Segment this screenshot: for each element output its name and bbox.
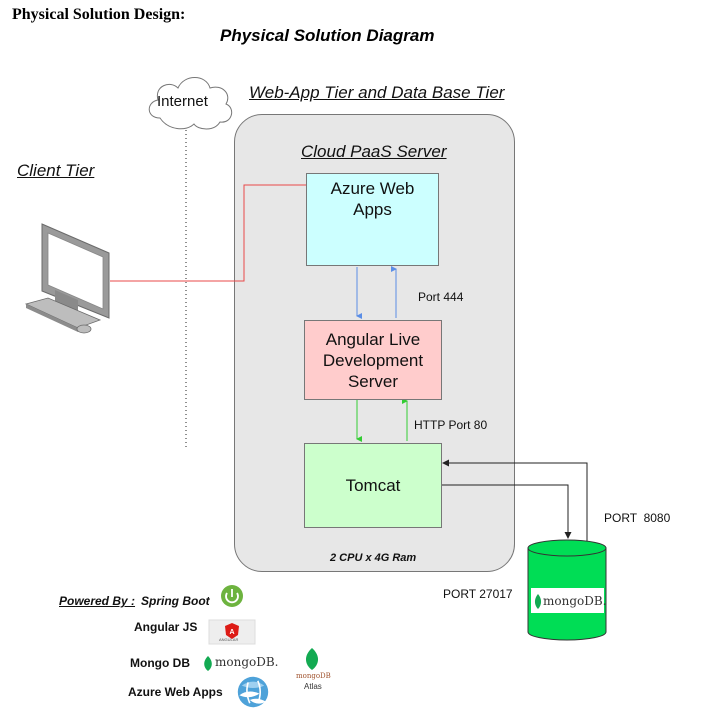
mongodb-leaf-icon xyxy=(204,656,212,671)
port-444-label: Port 444 xyxy=(418,290,464,304)
cloud-paas-server-label: Cloud PaaS Server xyxy=(301,142,447,161)
azure-web-apps-legend-label: Azure Web Apps xyxy=(128,685,223,699)
angular-dev-server-node: Angular Live Development Server xyxy=(304,320,442,400)
mongodb-atlas-icon xyxy=(305,648,319,670)
internet-label: Internet xyxy=(157,93,208,110)
mongodb-legend-logo-text: mongoDB. xyxy=(215,655,279,669)
desktop-computer-icon xyxy=(24,223,110,334)
spring-boot-label: Spring Boot xyxy=(141,594,210,608)
spring-boot-icon xyxy=(221,585,243,607)
azure-web-apps-node: Azure Web Apps xyxy=(306,173,439,266)
client-azure-connector xyxy=(110,184,306,282)
db-to-tomcat-connector xyxy=(442,459,588,554)
diagram-title: Physical Solution Diagram xyxy=(220,26,435,45)
mongodb-logo-text: mongoDB. xyxy=(543,594,607,608)
powered-by-label: Powered By : xyxy=(59,594,136,608)
angular-js-label: Angular JS xyxy=(134,620,198,634)
cloud-icon xyxy=(148,77,233,130)
server-spec-label: 2 CPU x 4G Ram xyxy=(330,552,417,564)
angular-icon: A xyxy=(208,619,256,645)
port-8080-label: PORT 8080 xyxy=(604,511,671,525)
azure-web-apps-label: Azure Web Apps xyxy=(330,179,415,219)
tomcat-label: Tomcat xyxy=(345,476,401,495)
tomcat-to-db-connector xyxy=(440,484,572,539)
azure-web-apps-icon xyxy=(237,676,269,708)
atlas-logo-text: Atlas xyxy=(304,682,322,691)
mongodb-database-cylinder xyxy=(527,539,607,641)
client-tier-label: Client Tier xyxy=(17,161,95,180)
tomcat-node: Tomcat xyxy=(304,443,442,528)
angular-dev-server-label: Angular Live Development Server xyxy=(322,329,424,391)
mongo-db-label: Mongo DB xyxy=(130,656,190,670)
svg-text:A: A xyxy=(229,629,234,636)
port-27017-label: PORT 27017 xyxy=(443,587,513,601)
mongodb-atlas-logo-text: mongoDB xyxy=(296,672,331,680)
page-title: Physical Solution Design: xyxy=(12,6,186,23)
http-port-80-label: HTTP Port 80 xyxy=(414,418,488,432)
webapp-db-tier-label: Web-App Tier and Data Base Tier xyxy=(249,83,505,102)
mongodb-leaf-icon xyxy=(534,594,542,609)
angular-badge-text: ANGULAR xyxy=(219,637,239,642)
